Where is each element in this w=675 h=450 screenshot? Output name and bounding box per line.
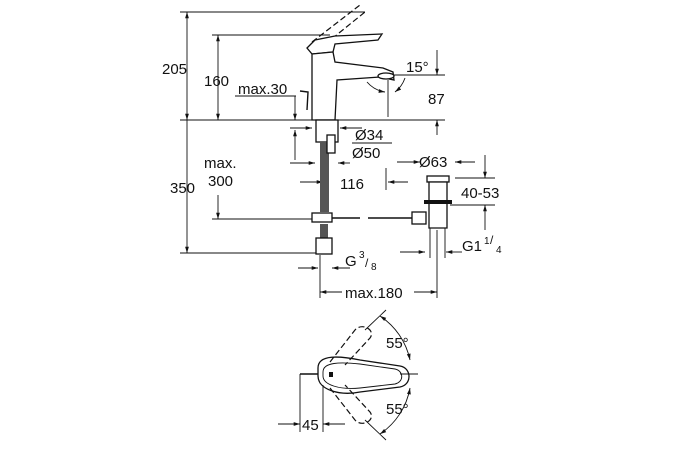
dim-max-label: max. <box>204 155 237 172</box>
dimension-205: 205 <box>162 12 189 120</box>
dim-116-label: 116 <box>340 176 364 193</box>
dimension-160: 160 <box>204 35 229 120</box>
dim-205-label: 205 <box>162 61 187 78</box>
angle-top-label: 55° <box>386 335 409 352</box>
dimension-d50: Ø50 <box>290 145 380 165</box>
faucet-side-view <box>299 4 412 255</box>
dimension-87: 87 <box>428 91 445 135</box>
frac-den: 4 <box>496 245 502 256</box>
dimension-max180: max.180 <box>319 230 438 302</box>
dimension-max30: max.30 <box>235 81 297 160</box>
dim-160-label: 160 <box>204 73 229 90</box>
frac-num: 1 <box>484 236 490 247</box>
dimension-d34: Ø34 <box>290 126 392 144</box>
dimension-g114: G1 1 / 4 <box>400 233 502 256</box>
faucet-top-view: 55° 55° 45 <box>278 309 418 441</box>
dim-15-label: 15° <box>406 59 429 76</box>
dimension-g38: G 3 / 8 <box>298 250 377 273</box>
dim-300-label: 300 <box>208 173 233 190</box>
dim-d34-label: Ø34 <box>355 127 383 144</box>
dimension-max300: max. 300 <box>204 155 237 219</box>
dimension-350: 350 <box>170 120 195 253</box>
dim-87-label: 87 <box>428 91 445 108</box>
dim-40-53-label: 40-53 <box>461 185 499 202</box>
svg-text:/: / <box>490 233 494 247</box>
dim-45-label: 45 <box>302 417 319 434</box>
dimension-40-53: 40-53 <box>450 155 499 230</box>
dim-g1-label: G1 <box>462 238 482 255</box>
waste-fitting <box>411 175 452 258</box>
dim-max30-label: max.30 <box>238 81 287 98</box>
frac-num: 3 <box>359 250 365 261</box>
dim-max180-label: max.180 <box>345 285 403 302</box>
dimension-15deg: 15° <box>366 50 439 93</box>
dim-g-label: G <box>345 253 357 270</box>
dim-350-label: 350 <box>170 180 195 197</box>
dimension-116: 116 <box>300 168 408 193</box>
dimension-d63: Ø63 <box>397 154 475 171</box>
frac-den: 8 <box>371 262 377 273</box>
dim-d50-label: Ø50 <box>352 145 380 162</box>
angle-bottom-label: 55° <box>386 401 409 418</box>
svg-text:/: / <box>365 256 369 270</box>
dim-d63-label: Ø63 <box>419 154 447 171</box>
